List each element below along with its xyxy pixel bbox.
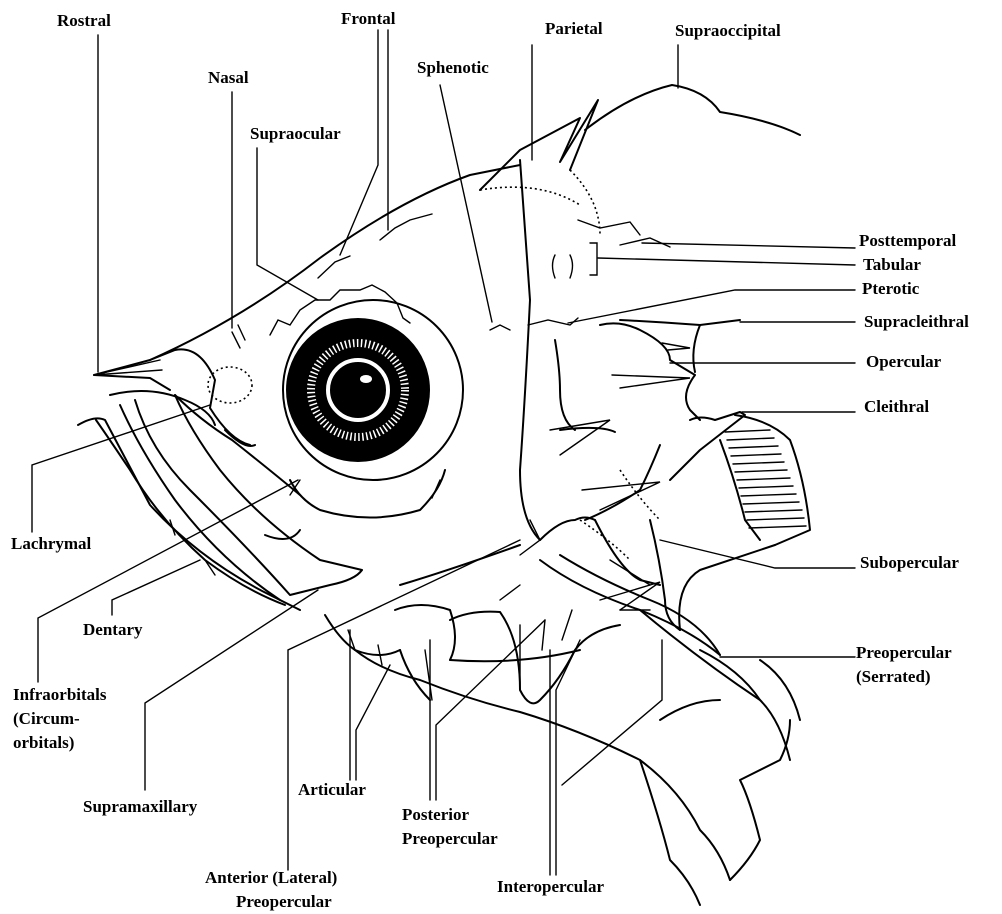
label-infraorbitals-1: Infraorbitals: [13, 685, 107, 705]
label-preopercular-serrated-1: Preopercular: [856, 643, 952, 663]
label-articular: Articular: [298, 780, 366, 800]
label-subopercular: Subopercular: [860, 553, 959, 573]
label-anterior-preopercular-1: Anterior (Lateral): [205, 868, 337, 888]
label-dentary: Dentary: [83, 620, 142, 640]
label-preopercular-serrated-2: (Serrated): [856, 667, 931, 687]
label-lachrymal: Lachrymal: [11, 534, 91, 554]
label-infraorbitals-2: (Circum-: [13, 709, 80, 729]
label-infraorbitals-3: orbitals): [13, 733, 74, 753]
label-supraoccipital: Supraoccipital: [675, 21, 781, 41]
label-frontal: Frontal: [341, 9, 395, 29]
label-opercular: Opercular: [866, 352, 941, 372]
head-outline: [78, 85, 810, 905]
label-sphenotic: Sphenotic: [417, 58, 489, 78]
label-posttemporal: Posttemporal: [859, 231, 956, 251]
label-rostral: Rostral: [57, 11, 111, 31]
label-nasal: Nasal: [208, 68, 249, 88]
label-supracleithral: Supracleithral: [864, 312, 969, 332]
label-tabular: Tabular: [863, 255, 921, 275]
label-interopercular: Interopercular: [497, 877, 604, 897]
serration-spines: [94, 214, 690, 700]
label-posterior-preopercular-2: Preopercular: [402, 829, 498, 849]
eye: [283, 300, 463, 480]
label-supraocular: Supraocular: [250, 124, 341, 144]
tabular-marks: [553, 243, 598, 278]
label-cleithral: Cleithral: [864, 397, 929, 417]
label-parietal: Parietal: [545, 19, 603, 39]
label-supramaxillary: Supramaxillary: [83, 797, 197, 817]
label-pterotic: Pterotic: [862, 279, 919, 299]
label-posterior-preopercular-1: Posterior: [402, 805, 469, 825]
leader-lines: [32, 30, 855, 875]
label-anterior-preopercular-2: Preopercular: [236, 892, 332, 912]
